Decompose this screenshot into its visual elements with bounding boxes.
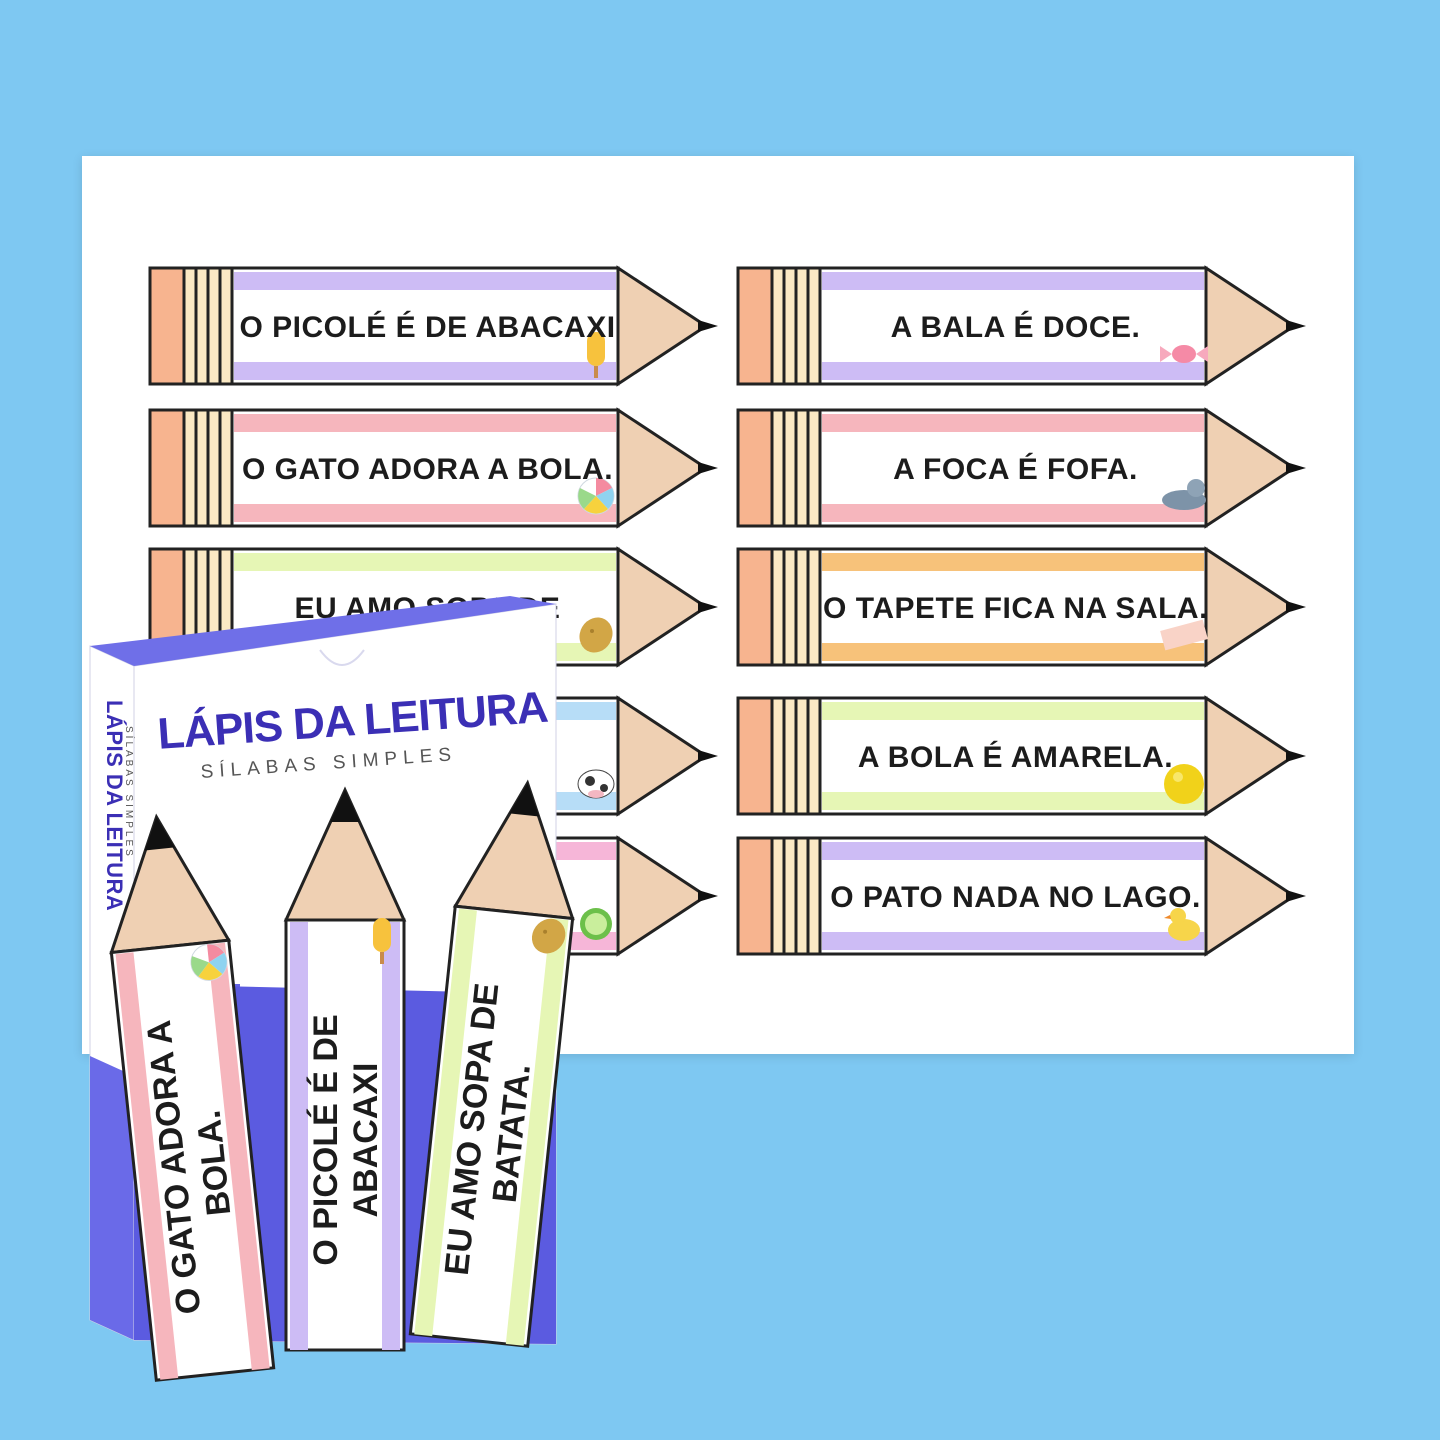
pencil-tip <box>616 265 709 387</box>
box-pencil-lead <box>509 783 540 817</box>
pencil-lead <box>1286 462 1306 474</box>
potato-icon <box>531 918 566 954</box>
pencil-lead <box>698 320 718 332</box>
yellow-ball-icon <box>1164 764 1204 804</box>
pencil-tip <box>616 546 709 668</box>
lime-icon <box>580 908 612 940</box>
pencil-eraser <box>736 266 774 386</box>
pencil-tip <box>1204 407 1297 529</box>
box-spine-title: LÁPIS DA LEITURA <box>102 700 127 912</box>
pencil-text: A BOLA É AMARELA. <box>857 740 1174 774</box>
pencil-text: O TAPETE FICA NA SALA. <box>823 591 1208 625</box>
seal-icon <box>1162 479 1206 510</box>
pencil-lead <box>1286 750 1306 762</box>
pencil-card: O TAPETE FICA NA SALA. <box>736 546 1310 668</box>
pencil-tip <box>616 835 709 957</box>
pencil-tip <box>1204 835 1297 957</box>
pencil-eraser <box>736 696 774 816</box>
pencil-text: O PICOLÉ É DE ABACAXI <box>239 310 616 344</box>
duck-icon <box>1164 908 1200 941</box>
popsicle-icon <box>587 332 605 378</box>
pencil-eraser <box>736 408 774 528</box>
box-pencil-lead <box>330 790 360 822</box>
pencil-card: O PATO NADA NO LAGO. <box>736 835 1310 957</box>
pencil-lead <box>698 601 718 613</box>
pencil-eraser <box>148 408 186 528</box>
card-box: LÁPIS DA LEITURA SÍLABAS SIMPLES LÁPIS D… <box>89 596 575 1382</box>
pencil-text: O GATO ADORA A BOLA. <box>241 452 614 486</box>
pencil-tip <box>616 695 709 817</box>
pencil-lead <box>1286 320 1306 332</box>
popsicle-icon <box>373 918 391 964</box>
pencil-eraser <box>736 836 774 956</box>
pencil-eraser <box>148 266 186 386</box>
pencil-tip <box>1204 265 1297 387</box>
pencil-tip <box>616 407 709 529</box>
pencil-lead <box>1286 890 1306 902</box>
pencil-tip <box>1204 546 1297 668</box>
beach-ball-icon <box>577 477 615 515</box>
pencil-card: O GATO ADORA A BOLA. <box>148 407 722 529</box>
potato-icon <box>579 617 613 653</box>
pencil-text: O PATO NADA NO LAGO. <box>830 880 1201 914</box>
pencil-lead <box>698 890 718 902</box>
box-pencil-line1: O PICOLÉ É DE <box>307 1014 345 1266</box>
pencil-lead <box>1286 601 1306 613</box>
pencil-text: A BALA É DOCE. <box>890 310 1141 344</box>
pencil-card: A BALA É DOCE. <box>736 265 1310 387</box>
pencil-lead <box>698 750 718 762</box>
pencil-lead <box>698 462 718 474</box>
pencil-text: A FOCA É FOFA. <box>893 452 1138 486</box>
pencil-eraser <box>736 547 774 667</box>
rug-icon <box>1160 619 1208 651</box>
beach-ball-icon <box>190 943 228 981</box>
pencil-card: A FOCA É FOFA. <box>736 407 1310 529</box>
candy-icon <box>1160 345 1208 363</box>
pencil-tip <box>1204 695 1297 817</box>
cow-icon <box>577 769 615 799</box>
box-pencil-line2: ABACAXI <box>347 1062 385 1218</box>
box-spine-subtitle: SÍLABAS SIMPLES <box>123 726 134 859</box>
pencil-card: O PICOLÉ É DE ABACAXI <box>148 265 722 387</box>
box-pencil-lead <box>144 817 175 851</box>
pencil-card: A BOLA É AMARELA. <box>736 695 1310 817</box>
